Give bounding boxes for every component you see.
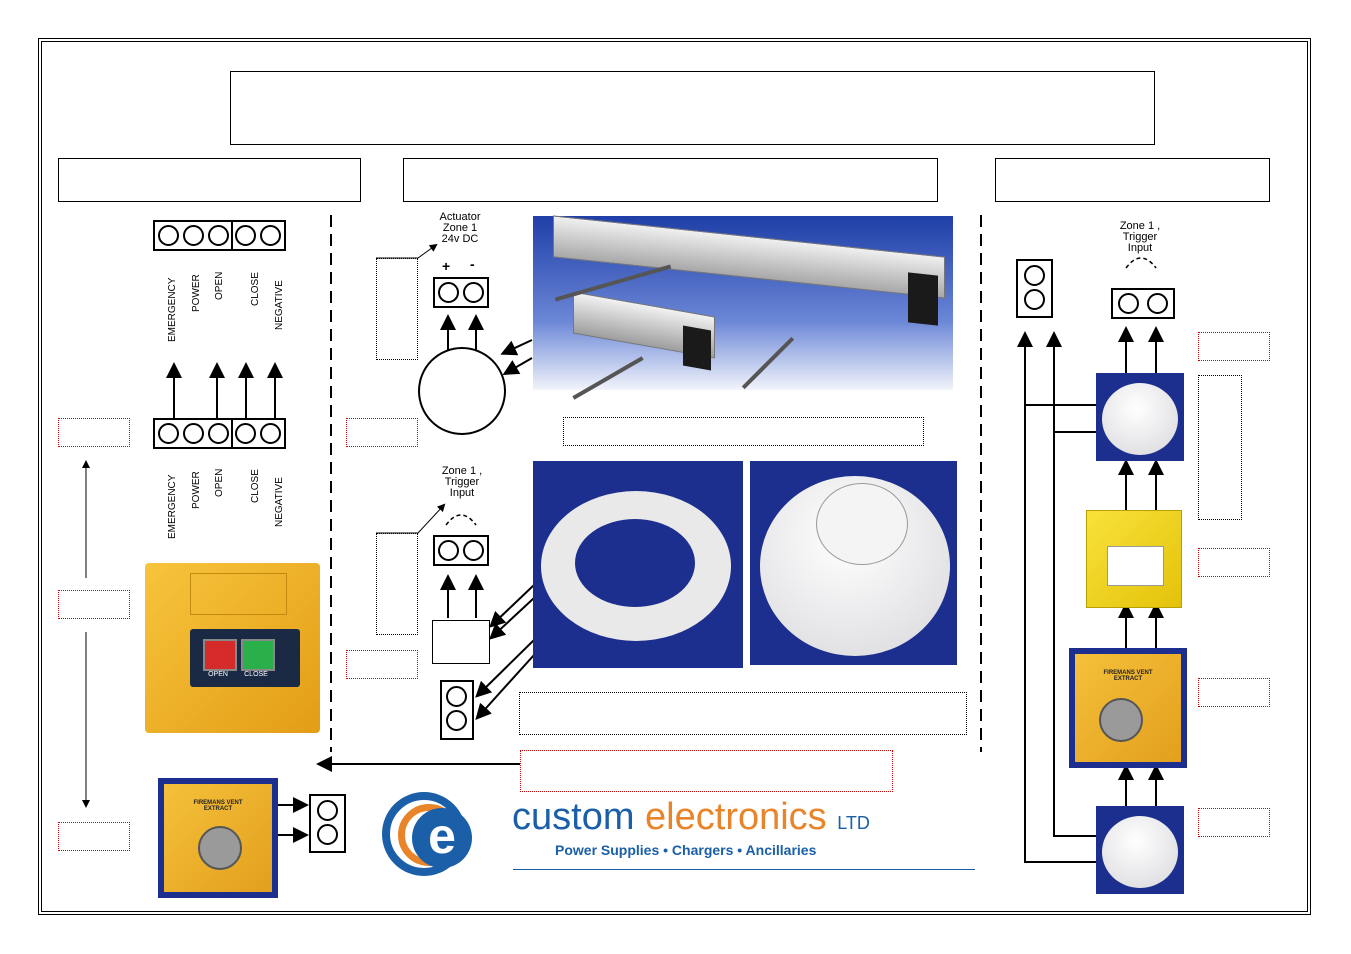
open-button-label: OPEN bbox=[208, 671, 228, 678]
terminal-label-close-2: CLOSE bbox=[250, 469, 261, 503]
trigger-terminal-mid bbox=[433, 535, 489, 566]
terminal-label-power: POWER bbox=[191, 274, 202, 312]
terminal-label-negative-2: NEGATIVE bbox=[274, 477, 285, 527]
terminal-label-open-2: OPEN bbox=[214, 468, 225, 497]
vertical-terminal-mid bbox=[440, 680, 474, 740]
smoke-detector-photo bbox=[750, 461, 957, 665]
note-box-trigger bbox=[376, 533, 418, 635]
keyswitch-label-left: FIREMANS VENT EXTRACT bbox=[193, 800, 243, 812]
trigger-label-right: Zone 1 , Trigger Input bbox=[1119, 220, 1161, 254]
polarity-minus: - bbox=[470, 256, 475, 272]
label-box-right-4 bbox=[1198, 808, 1270, 837]
close-button-label: CLOSE bbox=[244, 671, 268, 678]
inner-frame bbox=[41, 41, 1308, 912]
vent-control-panel-photo: OPEN CLOSE bbox=[145, 563, 320, 733]
caption-box-detectors bbox=[519, 692, 967, 735]
terminal-label-negative: NEGATIVE bbox=[274, 280, 285, 330]
polarity-plus: + bbox=[442, 258, 451, 274]
label-box-mid-1 bbox=[346, 418, 418, 447]
label-box-left-2 bbox=[58, 590, 130, 619]
keyswitch-photo-left: FIREMANS VENT EXTRACT bbox=[158, 778, 278, 898]
left-header-box bbox=[58, 158, 361, 202]
terminal-label-open: OPEN bbox=[214, 271, 225, 300]
label-box-left-1 bbox=[58, 418, 130, 447]
terminal-label-power-2: POWER bbox=[191, 471, 202, 509]
caption-box-actuators bbox=[563, 417, 924, 446]
detector-base-photo bbox=[533, 461, 743, 668]
open-button bbox=[203, 639, 237, 671]
middle-header-box bbox=[403, 158, 938, 202]
outer-frame bbox=[38, 38, 1311, 915]
trigger-terminal-right bbox=[1111, 288, 1175, 319]
terminal-label-close: CLOSE bbox=[250, 272, 261, 306]
keyswitch-label-right: FIREMANS VENT EXTRACT bbox=[1103, 670, 1153, 682]
terminal-block-top bbox=[153, 220, 286, 251]
smoke-detector-photo-right-bottom bbox=[1096, 806, 1184, 894]
label-box-right-1 bbox=[1198, 332, 1270, 361]
label-box-right-3 bbox=[1198, 678, 1270, 707]
logo-name-custom: custom bbox=[512, 796, 635, 838]
label-box-note bbox=[520, 750, 893, 792]
call-point-photo bbox=[1086, 510, 1182, 608]
detector-base-junction bbox=[432, 620, 490, 664]
terminal-label-emergency: EMERGENCY bbox=[167, 277, 178, 342]
note-box-actuator bbox=[376, 258, 418, 360]
actuator-terminal bbox=[433, 277, 489, 308]
label-box-mid-2 bbox=[346, 650, 418, 679]
label-box-right-2 bbox=[1198, 548, 1270, 577]
logo-tagline: Power Supplies • Chargers • Ancillaries bbox=[555, 842, 817, 858]
smoke-detector-photo-right-top bbox=[1096, 373, 1184, 461]
logo-name-electronics: electronics bbox=[645, 796, 827, 838]
logo-suffix: LTD bbox=[837, 813, 870, 833]
logo-mark: e bbox=[382, 790, 492, 878]
terminal-block-bottom bbox=[153, 418, 286, 449]
trigger-label-mid: Zone 1 , Trigger Input bbox=[441, 465, 483, 499]
actuator-label: Actuator Zone 1 24v DC bbox=[439, 211, 481, 245]
vertical-terminal-left bbox=[309, 794, 346, 853]
keyswitch-photo-right: FIREMANS VENT EXTRACT bbox=[1069, 648, 1187, 768]
right-header-box bbox=[995, 158, 1270, 202]
close-button bbox=[241, 639, 275, 671]
vertical-terminal-right bbox=[1016, 259, 1053, 318]
company-logo: e custom electronics LTD Power Supplies … bbox=[380, 790, 980, 880]
terminal-label-emergency-2: EMERGENCY bbox=[167, 474, 178, 539]
label-box-left-3 bbox=[58, 822, 130, 851]
note-box-right bbox=[1198, 375, 1242, 520]
title-box bbox=[230, 71, 1155, 145]
actuator-photo bbox=[533, 215, 953, 400]
